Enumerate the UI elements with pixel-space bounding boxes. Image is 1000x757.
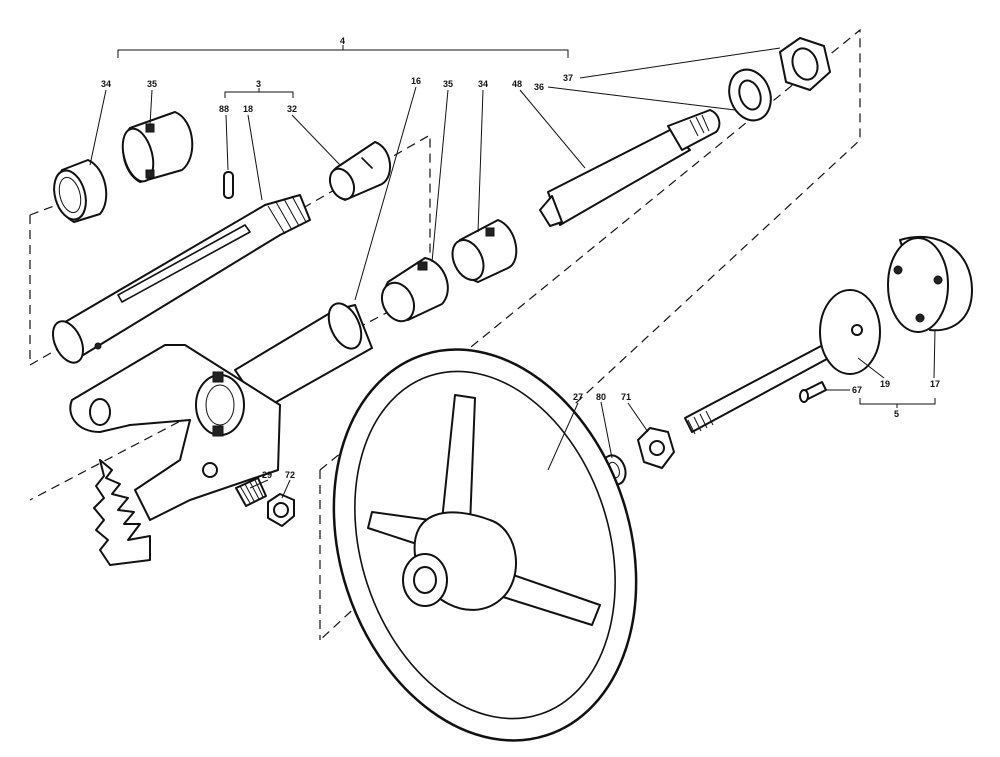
label-16: 16 (411, 76, 421, 86)
label-48: 48 (512, 79, 522, 89)
label-80: 80 (596, 392, 606, 402)
label-35-center: 35 (443, 79, 453, 89)
bracket-4 (117, 45, 569, 58)
label-19: 19 (880, 379, 890, 389)
label-34-center: 34 (478, 79, 488, 89)
bushing-34-left (53, 159, 108, 223)
nut-71 (637, 427, 675, 469)
bushing-34-center (451, 219, 518, 283)
label-17: 17 (930, 379, 940, 389)
leader-lines (89, 47, 936, 499)
hub-cap-17 (887, 235, 973, 333)
label-32: 32 (287, 104, 297, 114)
label-4: 4 (340, 36, 345, 46)
label-5: 5 (894, 409, 899, 419)
bracket-5 (859, 398, 936, 408)
bushing-35-left (121, 111, 194, 183)
screw-67 (799, 381, 827, 403)
label-37: 37 (563, 73, 573, 83)
label-67: 67 (852, 385, 862, 395)
pin-88 (223, 171, 234, 199)
sleeve-32 (328, 141, 391, 201)
shaft-48 (539, 109, 721, 227)
label-29: 29 (262, 470, 272, 480)
label-88: 88 (219, 104, 229, 114)
screw-29 (235, 477, 267, 507)
steering-wheel-27 (332, 348, 638, 742)
label-34-left: 34 (101, 79, 111, 89)
bracket-3 (224, 88, 294, 98)
nut-72 (267, 493, 295, 527)
washer-36 (728, 68, 772, 122)
bushing-35-center (380, 257, 449, 323)
label-72: 72 (285, 470, 295, 480)
label-36: 36 (534, 82, 544, 92)
nut-37 (779, 37, 831, 91)
label-35-left: 35 (147, 79, 157, 89)
part-labels: 4 3 34 35 88 18 32 16 35 34 48 36 37 27 … (101, 36, 940, 480)
label-27: 27 (573, 392, 583, 402)
disc-19-with-rod (684, 289, 881, 435)
label-71: 71 (621, 392, 631, 402)
label-18: 18 (243, 104, 253, 114)
steering-arm (69, 344, 281, 566)
label-3: 3 (256, 79, 261, 89)
tube-18 (51, 194, 311, 364)
